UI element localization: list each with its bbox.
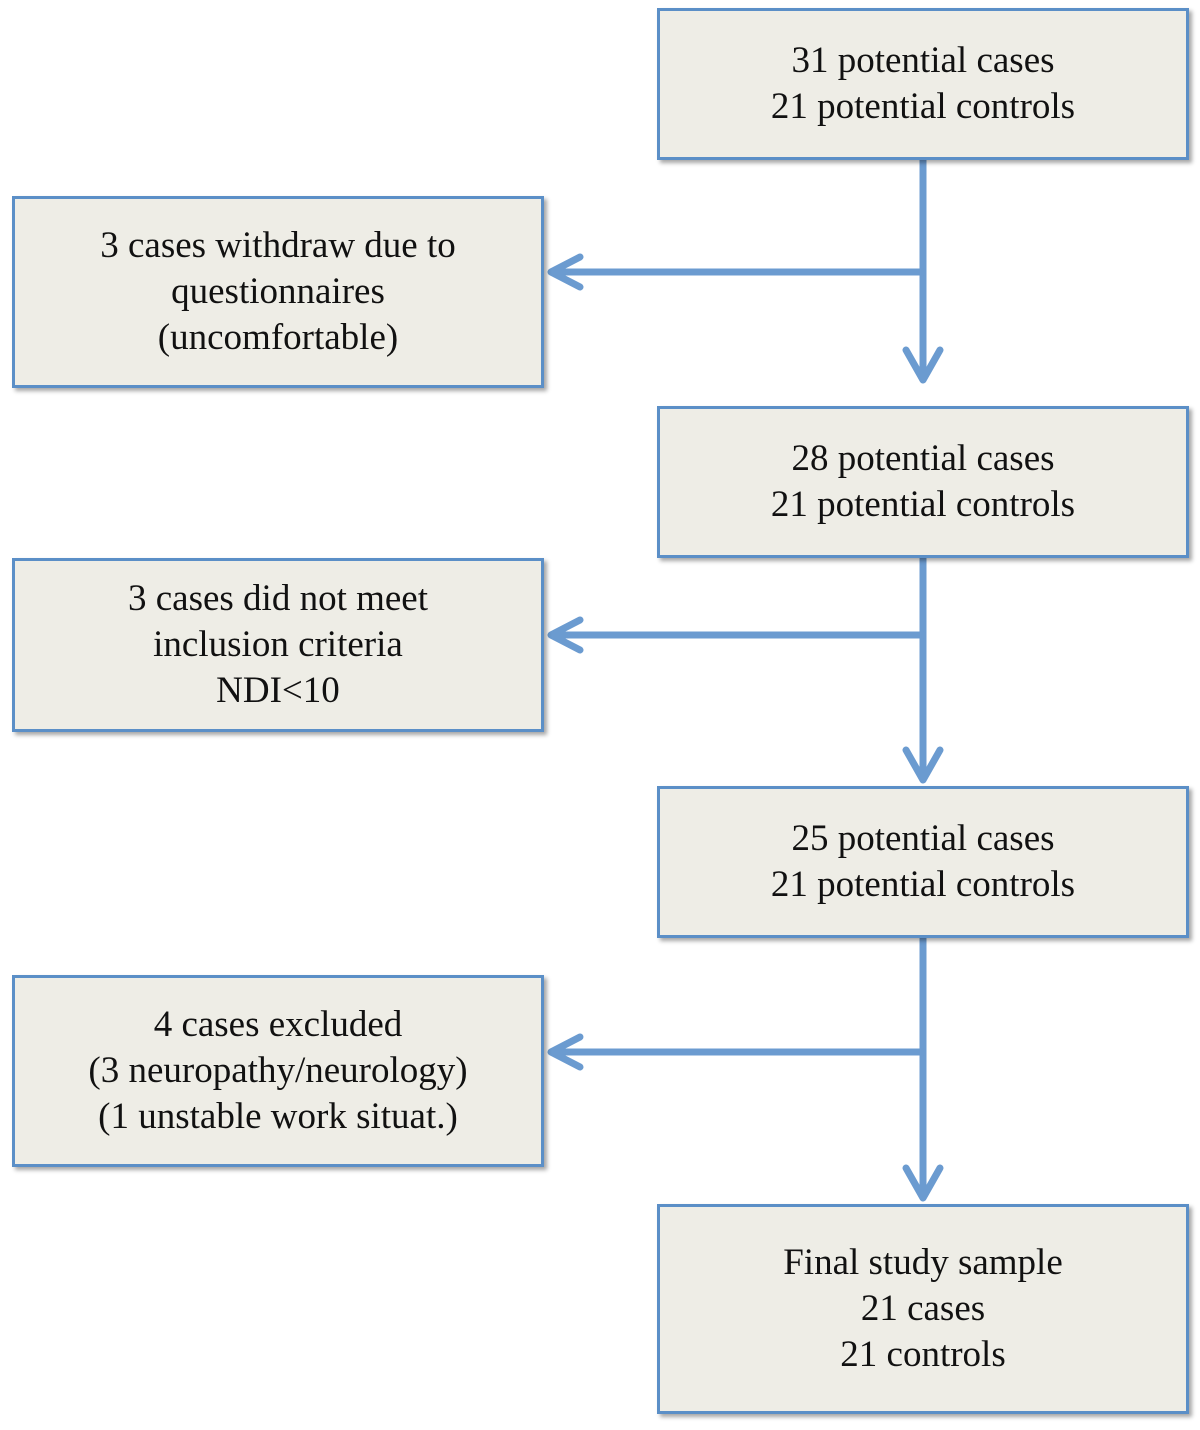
arrowhead-left-1: [547, 253, 584, 291]
exclusion-2-line-2: inclusion criteria: [153, 623, 403, 665]
exclusion-1-line-1: 3 cases withdraw due to: [100, 224, 456, 266]
exclusion-box-2: 3 cases did not meet inclusion criteria …: [12, 558, 544, 732]
arrowhead-down-1: [902, 346, 944, 384]
arrowhead-left-3: [547, 1033, 584, 1071]
exclusion-3-line-3: (1 unstable work situat.): [98, 1096, 458, 1138]
exclusion-1-line-3: (uncomfortable): [157, 317, 399, 359]
exclusion-1-line-2: questionnaires: [171, 270, 385, 312]
exclusion-3-line-1: 4 cases excluded: [153, 1003, 403, 1045]
final-line-3: 21 controls: [840, 1334, 1006, 1376]
step-box-1: 31 potential cases 21 potential controls: [657, 8, 1189, 160]
arrowhead-down-3: [902, 1164, 944, 1202]
step-1-line-2: 21 potential controls: [770, 86, 1076, 127]
arrowhead-down-2: [902, 746, 944, 784]
step-box-2: 28 potential cases 21 potential controls: [657, 406, 1189, 558]
final-sample-box: Final study sample 21 cases 21 controls: [657, 1204, 1189, 1414]
step-1-line-1: 31 potential cases: [791, 39, 1055, 81]
step-3-line-1: 25 potential cases: [791, 817, 1055, 859]
exclusion-3-line-2: (3 neuropathy/neurology): [88, 1049, 468, 1091]
step-2-line-2: 21 potential controls: [770, 484, 1076, 525]
exclusion-box-1: 3 cases withdraw due to questionnaires (…: [12, 196, 544, 388]
exclusion-2-line-1: 3 cases did not meet: [127, 577, 429, 619]
arrowhead-left-2: [547, 616, 584, 654]
exclusion-box-3: 4 cases excluded (3 neuropathy/neurology…: [12, 975, 544, 1167]
exclusion-2-line-3: NDI<10: [216, 670, 340, 712]
step-2-line-1: 28 potential cases: [791, 437, 1055, 479]
final-line-2: 21 cases: [860, 1287, 986, 1329]
step-3-line-2: 21 potential controls: [770, 864, 1076, 905]
step-box-3: 25 potential cases 21 potential controls: [657, 786, 1189, 938]
final-line-1: Final study sample: [783, 1241, 1063, 1283]
